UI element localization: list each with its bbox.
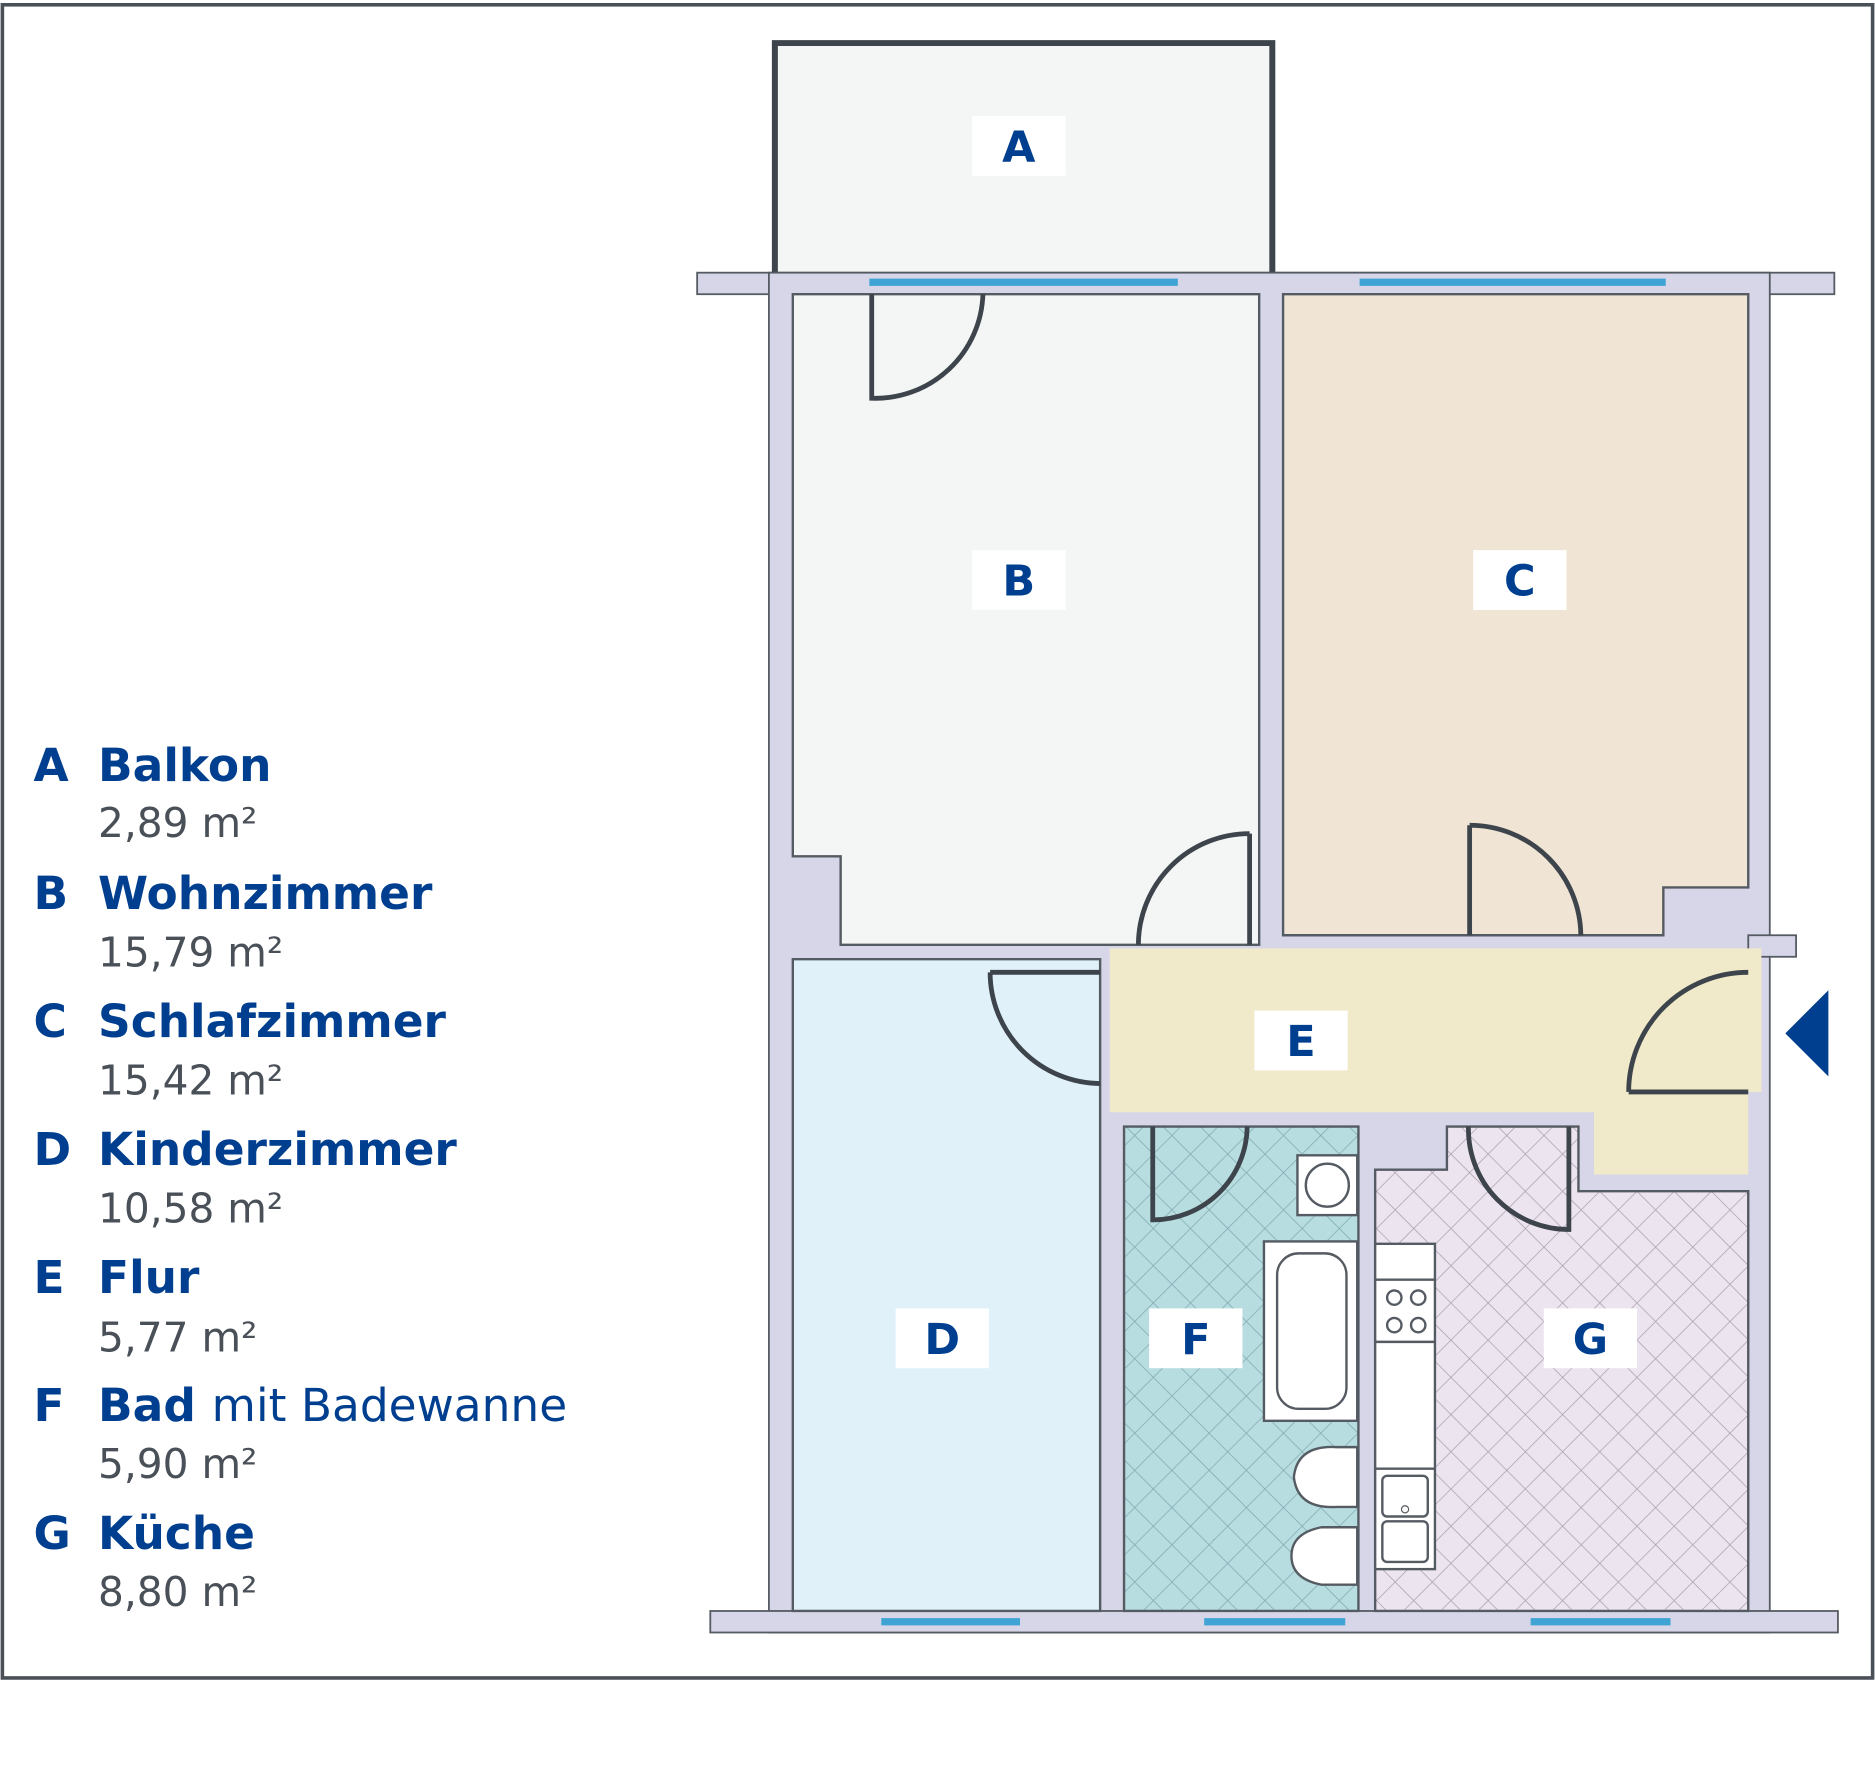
room-schlafzimmer [1281, 293, 1750, 937]
kitchen-sink-icon [1381, 1474, 1429, 1564]
legend-letter: E [33, 1251, 64, 1304]
legend-letter: B [33, 867, 68, 920]
legend-letter: G [33, 1507, 70, 1560]
legend-area: 10,58 m² [98, 1184, 283, 1232]
doors [869, 294, 1749, 1232]
entrance-arrow-icon [1785, 990, 1829, 1077]
legend-letter: F [33, 1379, 64, 1432]
room-label-c: C [1504, 557, 1536, 607]
room-label-d: D [924, 1315, 960, 1365]
bidet-icon [1290, 1526, 1359, 1586]
legend-area: 5,90 m² [98, 1440, 257, 1488]
room-label-g: G [1573, 1315, 1608, 1365]
room-labels: A B C D E F G [895, 116, 1638, 1369]
legend-area: 2,89 m² [98, 799, 257, 847]
legend-area: 8,80 m² [98, 1568, 257, 1616]
bathroom-fixtures [1262, 1154, 1359, 1586]
legend-letter: A [33, 739, 68, 792]
legend: A Balkon 2,89 m² B Wohnzimmer 15,79 m² C… [33, 739, 567, 1616]
legend-name: Bad mit Badewanne [98, 1379, 567, 1432]
legend-letter: C [33, 995, 66, 1048]
legend-name: Flur [98, 1251, 200, 1304]
room-label-e: E [1286, 1017, 1315, 1067]
kitchen-fixtures [1373, 1242, 1437, 1571]
legend-area: 15,79 m² [98, 928, 283, 976]
legend-name-bold: Bad [98, 1379, 196, 1432]
room-kinderzimmer [791, 957, 1102, 1613]
room-wohnzimmer [791, 293, 1261, 947]
legend-area: 5,77 m² [98, 1313, 257, 1361]
legend-name: Kinderzimmer [98, 1123, 457, 1176]
room-flur [1109, 948, 1762, 1175]
legend-name: Küche [98, 1507, 255, 1560]
room-kueche [1373, 1125, 1750, 1613]
room-label-b: B [1002, 557, 1035, 607]
stove-icon [1385, 1289, 1427, 1334]
legend-area: 15,42 m² [98, 1056, 283, 1104]
legend-name: Balkon [98, 739, 271, 792]
legend-name: Schlafzimmer [98, 995, 447, 1048]
legend-name-suffix: mit Badewanne [212, 1379, 567, 1432]
legend-name: Wohnzimmer [98, 867, 433, 920]
toilet-icon [1292, 1445, 1359, 1509]
windows [869, 278, 1671, 1626]
legend-letter: D [33, 1123, 71, 1176]
room-label-a: A [1002, 122, 1036, 172]
room-label-f: F [1181, 1315, 1210, 1365]
